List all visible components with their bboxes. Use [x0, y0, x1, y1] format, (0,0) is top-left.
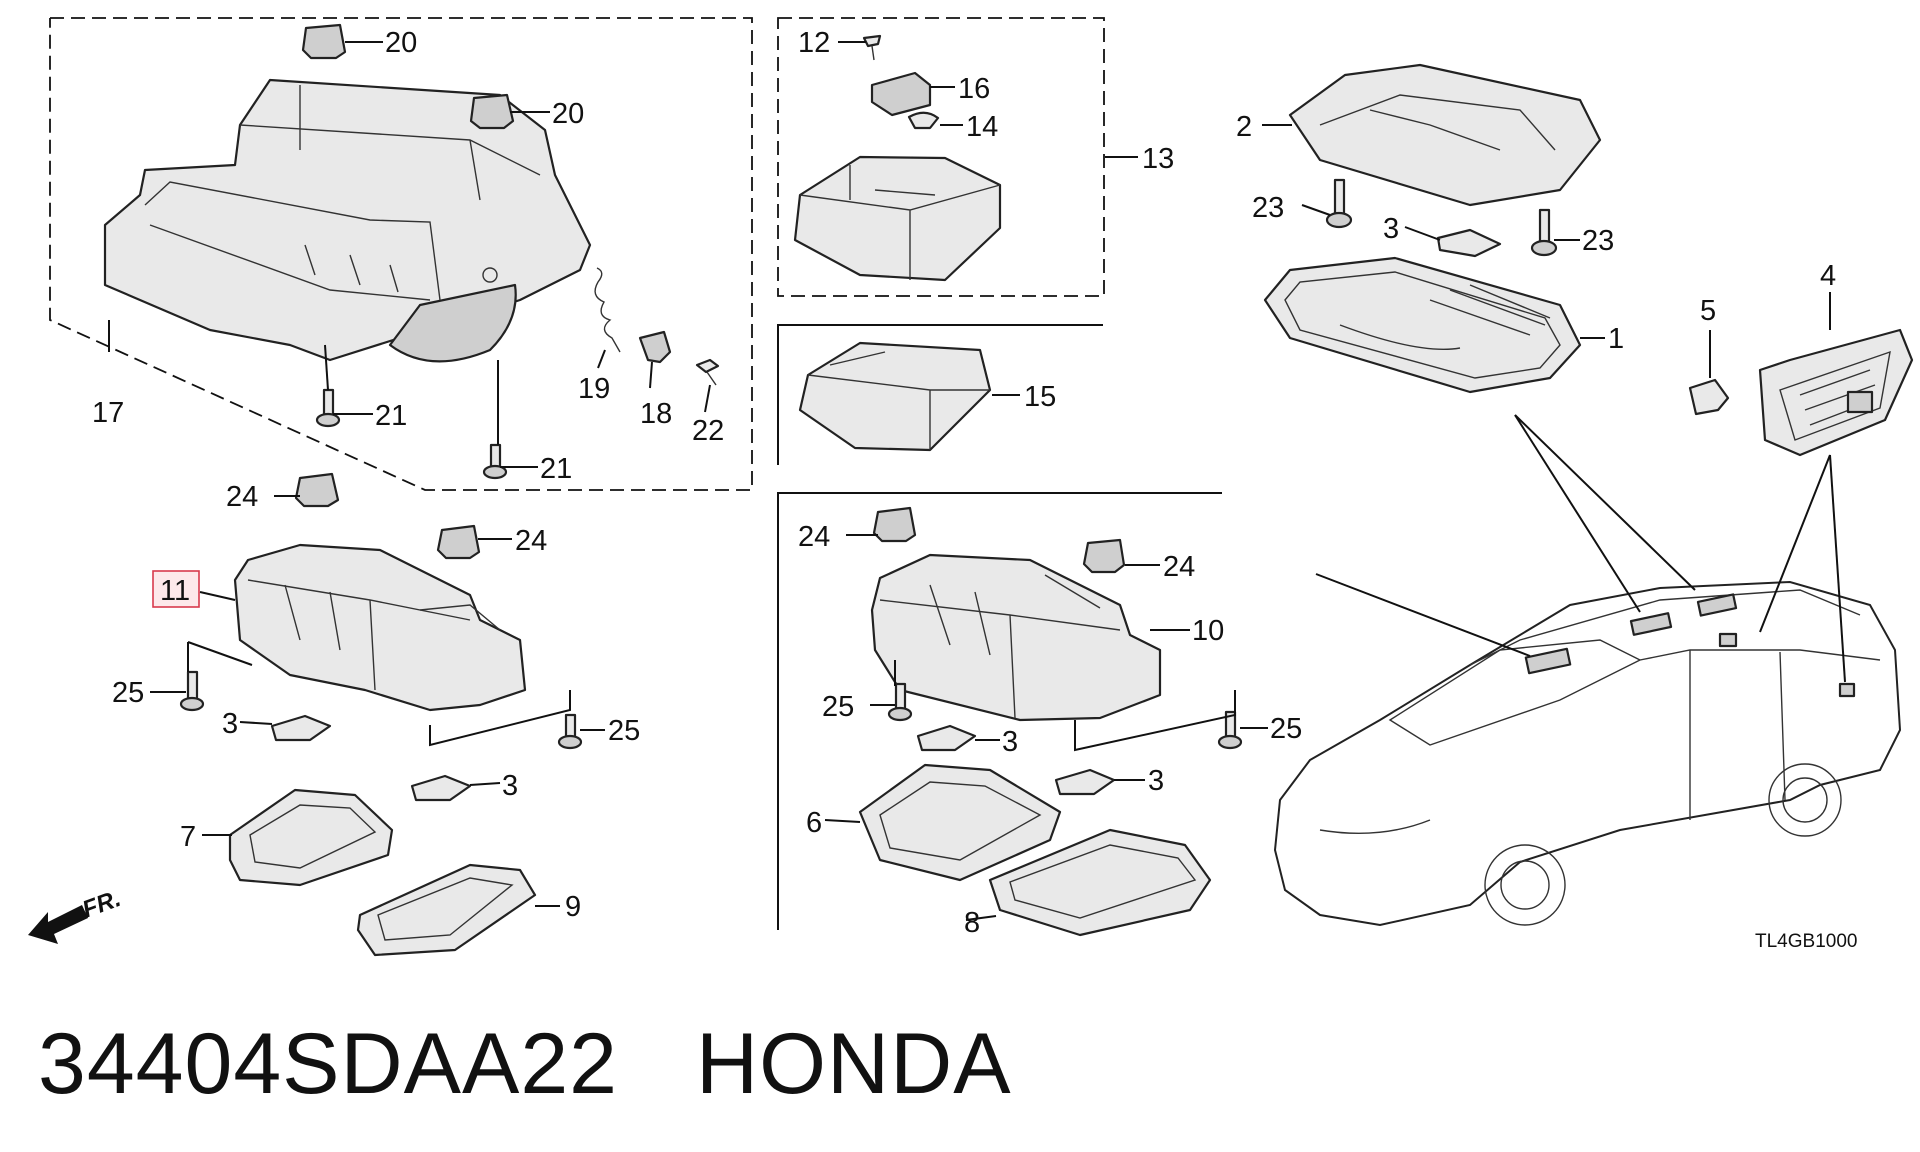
- frame-group-10: [777, 492, 1222, 930]
- callout-20b: 20: [552, 98, 584, 130]
- switch-16: [870, 71, 932, 117]
- bulb-3a: [270, 714, 332, 742]
- callout-4: 4: [1820, 260, 1836, 292]
- callout-6: 6: [806, 807, 822, 839]
- bulb-3d: [1054, 768, 1116, 796]
- callout-16: 16: [958, 73, 990, 105]
- spring-19: [594, 267, 621, 353]
- callout-10: 10: [1192, 615, 1224, 647]
- module-15: [798, 341, 992, 452]
- overhead-console-10: [870, 553, 1162, 722]
- frame-group-15: [777, 324, 1103, 465]
- callout-19: 19: [578, 373, 610, 405]
- bolt-23a: [1325, 178, 1353, 229]
- bolt-25a: [179, 670, 205, 712]
- lens-6: [858, 763, 1062, 882]
- upper-frame-2: [1288, 63, 1602, 207]
- part-number: 34404SDAA22: [38, 1016, 618, 1112]
- callout-25d: 25: [1270, 713, 1302, 745]
- bulb-5: [1688, 378, 1730, 416]
- callout-11: 11: [160, 575, 190, 607]
- bolt-25b: [557, 713, 583, 750]
- highlight-box-11: [152, 570, 200, 608]
- callout-7: 7: [180, 821, 196, 853]
- overhead-console-11: [233, 543, 527, 712]
- bulb-3c: [916, 724, 977, 752]
- callout-25a: 25: [112, 677, 144, 709]
- callout-21b: 21: [540, 453, 572, 485]
- callout-24d: 24: [1163, 551, 1195, 583]
- callout-5: 5: [1700, 295, 1716, 327]
- bolt-21b: [482, 443, 508, 480]
- bulb-3e: [1436, 228, 1502, 258]
- callout-20a: 20: [385, 27, 417, 59]
- callout-14: 14: [966, 111, 998, 143]
- callout-1: 1: [1608, 323, 1624, 355]
- callout-15: 15: [1024, 381, 1056, 413]
- callout-labels: 20 20 17 21 21 19 18 22 12 16 14 13 15 2…: [92, 27, 1836, 939]
- frame-group-17: [49, 17, 753, 491]
- callout-3b: 3: [502, 770, 518, 802]
- bulb-3b: [410, 774, 472, 802]
- leader-lines: [108, 41, 1846, 921]
- callout-24b: 24: [515, 525, 547, 557]
- callout-9: 9: [565, 891, 581, 923]
- car-illustration: [1273, 580, 1902, 927]
- callout-23a: 23: [1252, 192, 1284, 224]
- callout-22: 22: [692, 415, 724, 447]
- lens-1: [1263, 256, 1582, 394]
- frame-group-13: [777, 17, 1105, 297]
- lens-8: [988, 828, 1212, 937]
- brand-name: HONDA: [696, 1016, 1012, 1112]
- callout-17: 17: [92, 397, 124, 429]
- clip-20b: [469, 93, 515, 130]
- drawing-code: TL4GB1000: [1755, 931, 1857, 952]
- clip-20a: [301, 23, 347, 60]
- lens-9: [356, 863, 537, 957]
- callout-2: 2: [1236, 111, 1252, 143]
- clip-24a: [294, 472, 340, 508]
- front-direction-indicator: FR.: [28, 885, 124, 944]
- arrow-left-icon: [28, 905, 88, 944]
- bolt-25c: [887, 682, 913, 722]
- clip-24c: [872, 506, 917, 543]
- callout-12: 12: [798, 27, 830, 59]
- callout-3a: 3: [222, 708, 238, 740]
- callout-13: 13: [1142, 143, 1174, 175]
- callout-23b: 23: [1582, 225, 1614, 257]
- callout-21a: 21: [375, 400, 407, 432]
- console-housing-17: [103, 78, 592, 363]
- callout-25c: 25: [822, 691, 854, 723]
- lens-7: [228, 788, 394, 887]
- callout-25b: 25: [608, 715, 640, 747]
- grommet-18: [638, 330, 672, 364]
- base-unit-13: [793, 155, 1002, 282]
- screw-12: [862, 34, 882, 61]
- direction-label: FR.: [79, 885, 125, 924]
- callout-24c: 24: [798, 521, 830, 553]
- bolt-25d: [1217, 710, 1243, 750]
- screw-22: [695, 358, 720, 386]
- lamp-4: [1758, 328, 1914, 457]
- caption: 34404SDAA22 HONDA: [38, 1015, 1090, 1114]
- bolt-21a: [315, 388, 341, 428]
- clip-14: [907, 111, 940, 130]
- bolt-23b: [1530, 208, 1558, 257]
- callout-3c: 3: [1002, 726, 1018, 758]
- callout-8: 8: [964, 907, 980, 939]
- clip-24b: [436, 524, 481, 560]
- clip-24d: [1082, 538, 1126, 574]
- callout-3e: 3: [1383, 213, 1399, 245]
- callout-3d: 3: [1148, 765, 1164, 797]
- callout-24a: 24: [226, 481, 258, 513]
- callout-18: 18: [640, 398, 672, 430]
